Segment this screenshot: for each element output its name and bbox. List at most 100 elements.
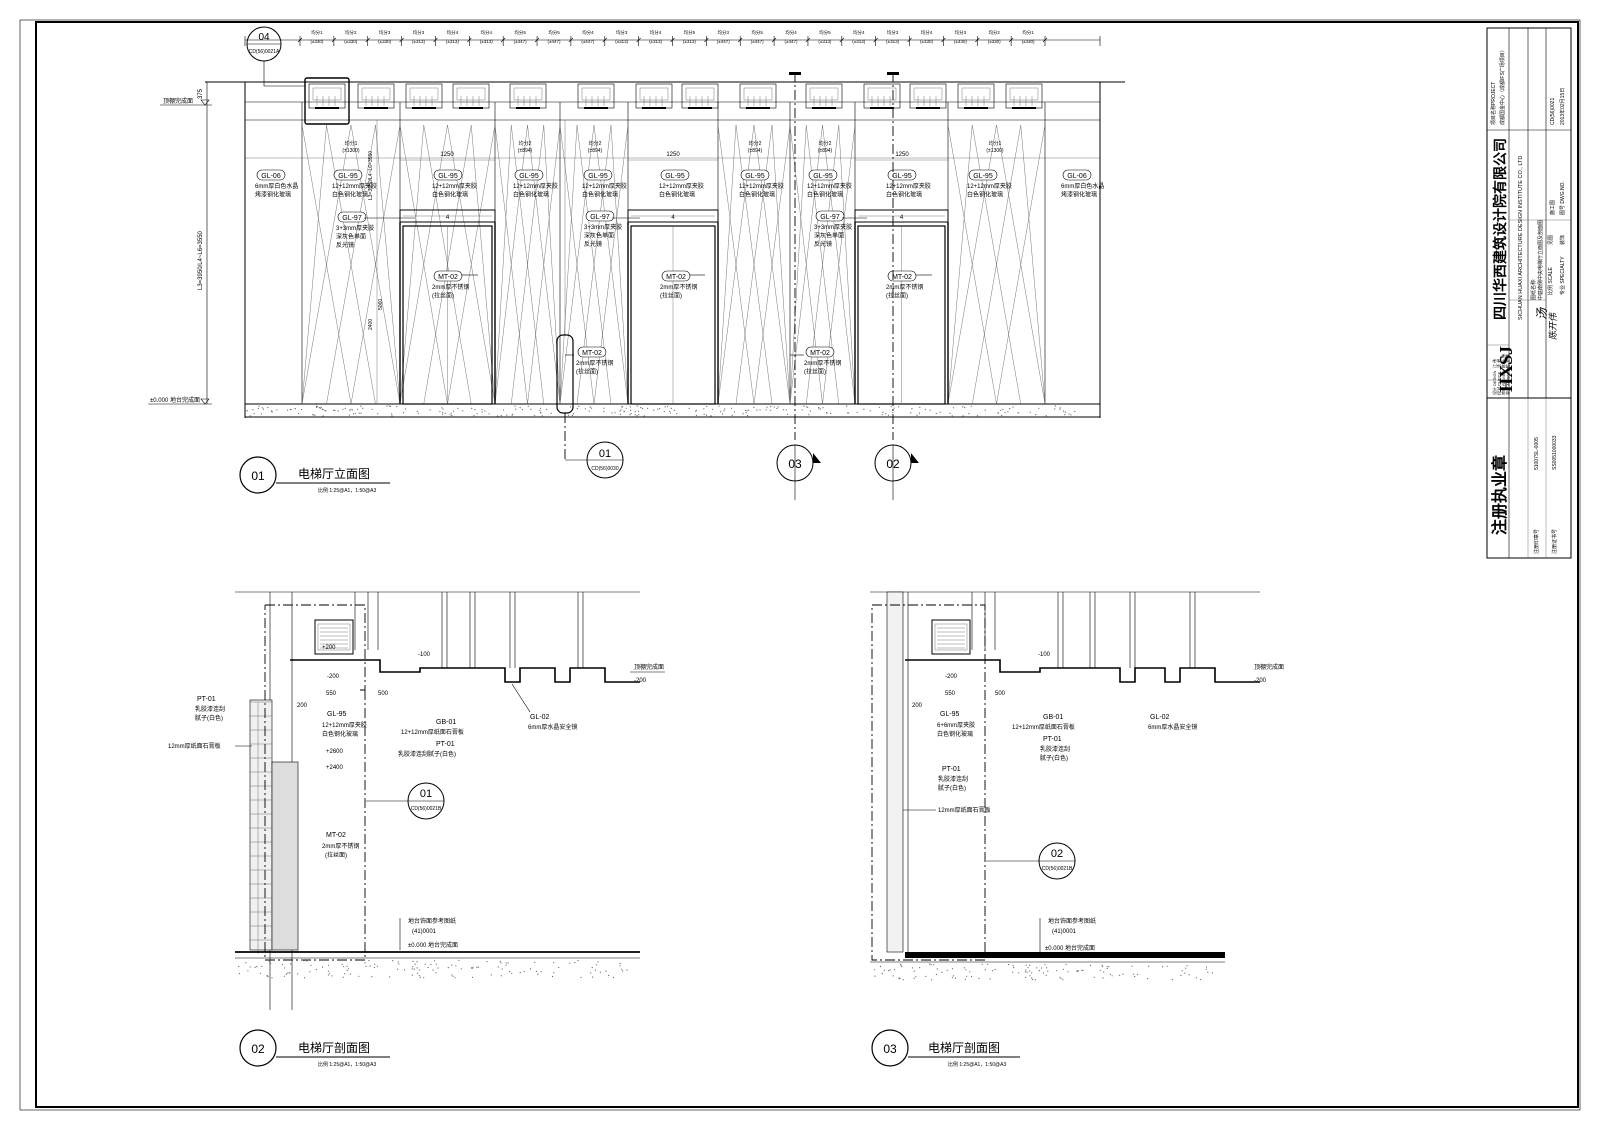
dim-label: 均分3 xyxy=(379,29,391,36)
level-floor: ±0.000 地台完成面 xyxy=(408,941,458,949)
detail-bubble-number: 01 xyxy=(420,788,432,800)
dim-label: 均分1 xyxy=(1022,29,1034,36)
material-tag-code: GL-97 xyxy=(342,215,362,222)
section-bubble-number: 01 xyxy=(599,448,611,460)
height-dimension-text: L3=3950/L4~L6=3550 xyxy=(198,230,204,290)
material-tag-code: MT-02 xyxy=(582,350,602,357)
view-number: 03 xyxy=(883,1042,897,1056)
material-tag-code: MT-02 xyxy=(810,350,830,357)
material-tag-line: 12+12mm厚夹胶 xyxy=(886,182,931,190)
tag-code: GL-95 xyxy=(327,711,347,718)
dim-value: (±894) xyxy=(818,148,833,154)
dim-label: 均分3 xyxy=(616,29,628,36)
dim-label: 均分2 xyxy=(749,140,762,147)
dim-value: (±1300) xyxy=(342,148,360,154)
tag-line: 6mm厚水晶安全镜 xyxy=(528,723,577,731)
dim-text: 2400 xyxy=(368,319,374,330)
material-tag-line: 白色钢化玻璃 xyxy=(807,191,843,199)
brick-wall xyxy=(250,701,272,954)
detail-bubble-ref: CD(56)0021B xyxy=(411,806,442,812)
view-scale: 比例 1:25@A1，1:50@A3 xyxy=(318,1061,376,1068)
top-dimension-chain: 均分1(±330)均分2(±330)均分3(±330)均分3(±313)均分4(… xyxy=(244,29,1101,46)
scale-label: 比例 SCALE xyxy=(1547,267,1554,295)
tag-line: (41)0001 xyxy=(1052,929,1077,935)
level-text: -100 xyxy=(418,652,431,658)
dim-text: 1250 xyxy=(666,152,680,158)
dim-text: 1250 xyxy=(895,152,909,158)
dim-label: 均分3 xyxy=(718,29,730,36)
material-tag-line: 白色钢化玻璃 xyxy=(432,191,468,199)
tag-code: GL-02 xyxy=(1150,714,1170,721)
level-text: -200 xyxy=(327,674,340,680)
dim-text: 5060 xyxy=(378,299,384,310)
dim-text: 550 xyxy=(945,691,956,697)
tag-line: (拉丝面) xyxy=(325,851,347,859)
view-number-bubble xyxy=(871,1029,909,1067)
dim-text: L3=3950/L4~L6=3550 xyxy=(368,151,374,200)
material-tag-line: 2mm厚不锈钢 xyxy=(432,283,469,291)
tag-line: 腻子(白色) xyxy=(938,784,966,792)
dim-value: (±894) xyxy=(748,148,763,154)
material-tag-line: 3+3mm厚夹胶 xyxy=(814,223,852,231)
dim-value: (±330) xyxy=(1022,39,1035,44)
tag-code: GL-95 xyxy=(940,711,960,718)
dim-label: 均分3 xyxy=(413,29,425,36)
dim-value: (±330) xyxy=(920,39,933,44)
dim-value: (±894) xyxy=(518,148,533,154)
material-tag-line: 白色钢化玻璃 xyxy=(582,191,618,199)
dim-value: (±313) xyxy=(615,39,628,44)
dim-value: (±447) xyxy=(547,39,560,44)
level-ceiling: 顶棚完成面 xyxy=(1254,663,1284,671)
material-tag-line: 反光镜 xyxy=(336,241,354,249)
dim-value: (±313) xyxy=(480,39,493,44)
material-tag-line: 12+12mm厚夹胶 xyxy=(332,182,377,190)
dim-value: (±330) xyxy=(344,39,357,44)
material-tag-code: MT-02 xyxy=(666,274,686,281)
stamp-value: SS0051000033 xyxy=(1552,435,1558,470)
material-tag-code: GL-95 xyxy=(338,173,358,180)
drawing-number: CD(56)0021 xyxy=(1550,98,1556,125)
signature-row-label: 校对 CHECK xyxy=(1496,372,1502,395)
signature-row-name: 陈 开 伟 xyxy=(1500,354,1506,368)
material-tag-line: 6mm厚白色水晶 xyxy=(255,182,298,190)
material-tag-line: 12+12mm厚夹胶 xyxy=(807,182,852,190)
tag-line: 12mm厚纸面石膏板 xyxy=(938,806,991,814)
material-tag-line: 白色钢化玻璃 xyxy=(332,191,368,199)
dim-text: 500 xyxy=(378,691,389,697)
dim-label: 均分4 xyxy=(480,29,492,36)
tag-line: 乳胶漆连刮 xyxy=(195,705,225,713)
level-floor: ±0.000 地台完成面 xyxy=(1045,944,1095,952)
dim-label: 均分4 xyxy=(785,29,797,36)
detail-bubble-ref: CD(56)0021B xyxy=(1042,866,1073,872)
dim-value: (±1300) xyxy=(986,148,1004,154)
company-name-cn: 四川华西建筑设计院有限公司 xyxy=(1492,138,1509,320)
outer-frame xyxy=(19,19,1581,1111)
material-tag-code: GL-97 xyxy=(590,214,610,221)
ceiling-fixtures xyxy=(308,83,1043,109)
tag-line: 12mm厚纸面石膏板 xyxy=(168,742,221,750)
elevation-view: 均分1 (±330) 均分2 (±330) 均分3 (±330) 均分3 (±313) 均分4 (… xyxy=(148,26,1125,500)
signature-mark: 汤 xyxy=(1535,307,1549,320)
detail-bubble-number: 04 xyxy=(258,32,270,43)
material-tag-line: 12+12mm厚夹胶 xyxy=(432,182,477,190)
dim-label: 均分4 xyxy=(921,29,933,36)
material-tag-line: 2mm厚不锈钢 xyxy=(576,359,613,367)
material-tag-code: GL-06 xyxy=(261,173,281,180)
section-view-03: -200 -100 550 500 200 顶棚完成面 -200 GL-95 6… xyxy=(870,591,1284,1068)
material-tag-code: MT-02 xyxy=(892,274,912,281)
view-number: 01 xyxy=(251,469,265,483)
ceiling-profile xyxy=(290,659,640,683)
dim-label: 均分2 xyxy=(589,140,602,147)
material-tag-line: 12+12mm厚夹胶 xyxy=(659,182,704,190)
drawing-label: 图纸名称: xyxy=(1530,279,1537,300)
tag-line: 6mm厚水晶安全镜 xyxy=(1148,723,1197,731)
tag-code: PT-01 xyxy=(197,696,216,703)
tag-line: 2mm厚不锈钢 xyxy=(322,842,359,850)
tag-line: 乳胶漆连刮 xyxy=(938,775,968,783)
view-scale: 比例 1:25@A1，1:50@A3 xyxy=(318,487,376,494)
tag-line: (41)0001 xyxy=(412,929,437,935)
drawing-name: 中庭南侧中央电梯厅立面图及剖面图 xyxy=(1537,220,1544,300)
